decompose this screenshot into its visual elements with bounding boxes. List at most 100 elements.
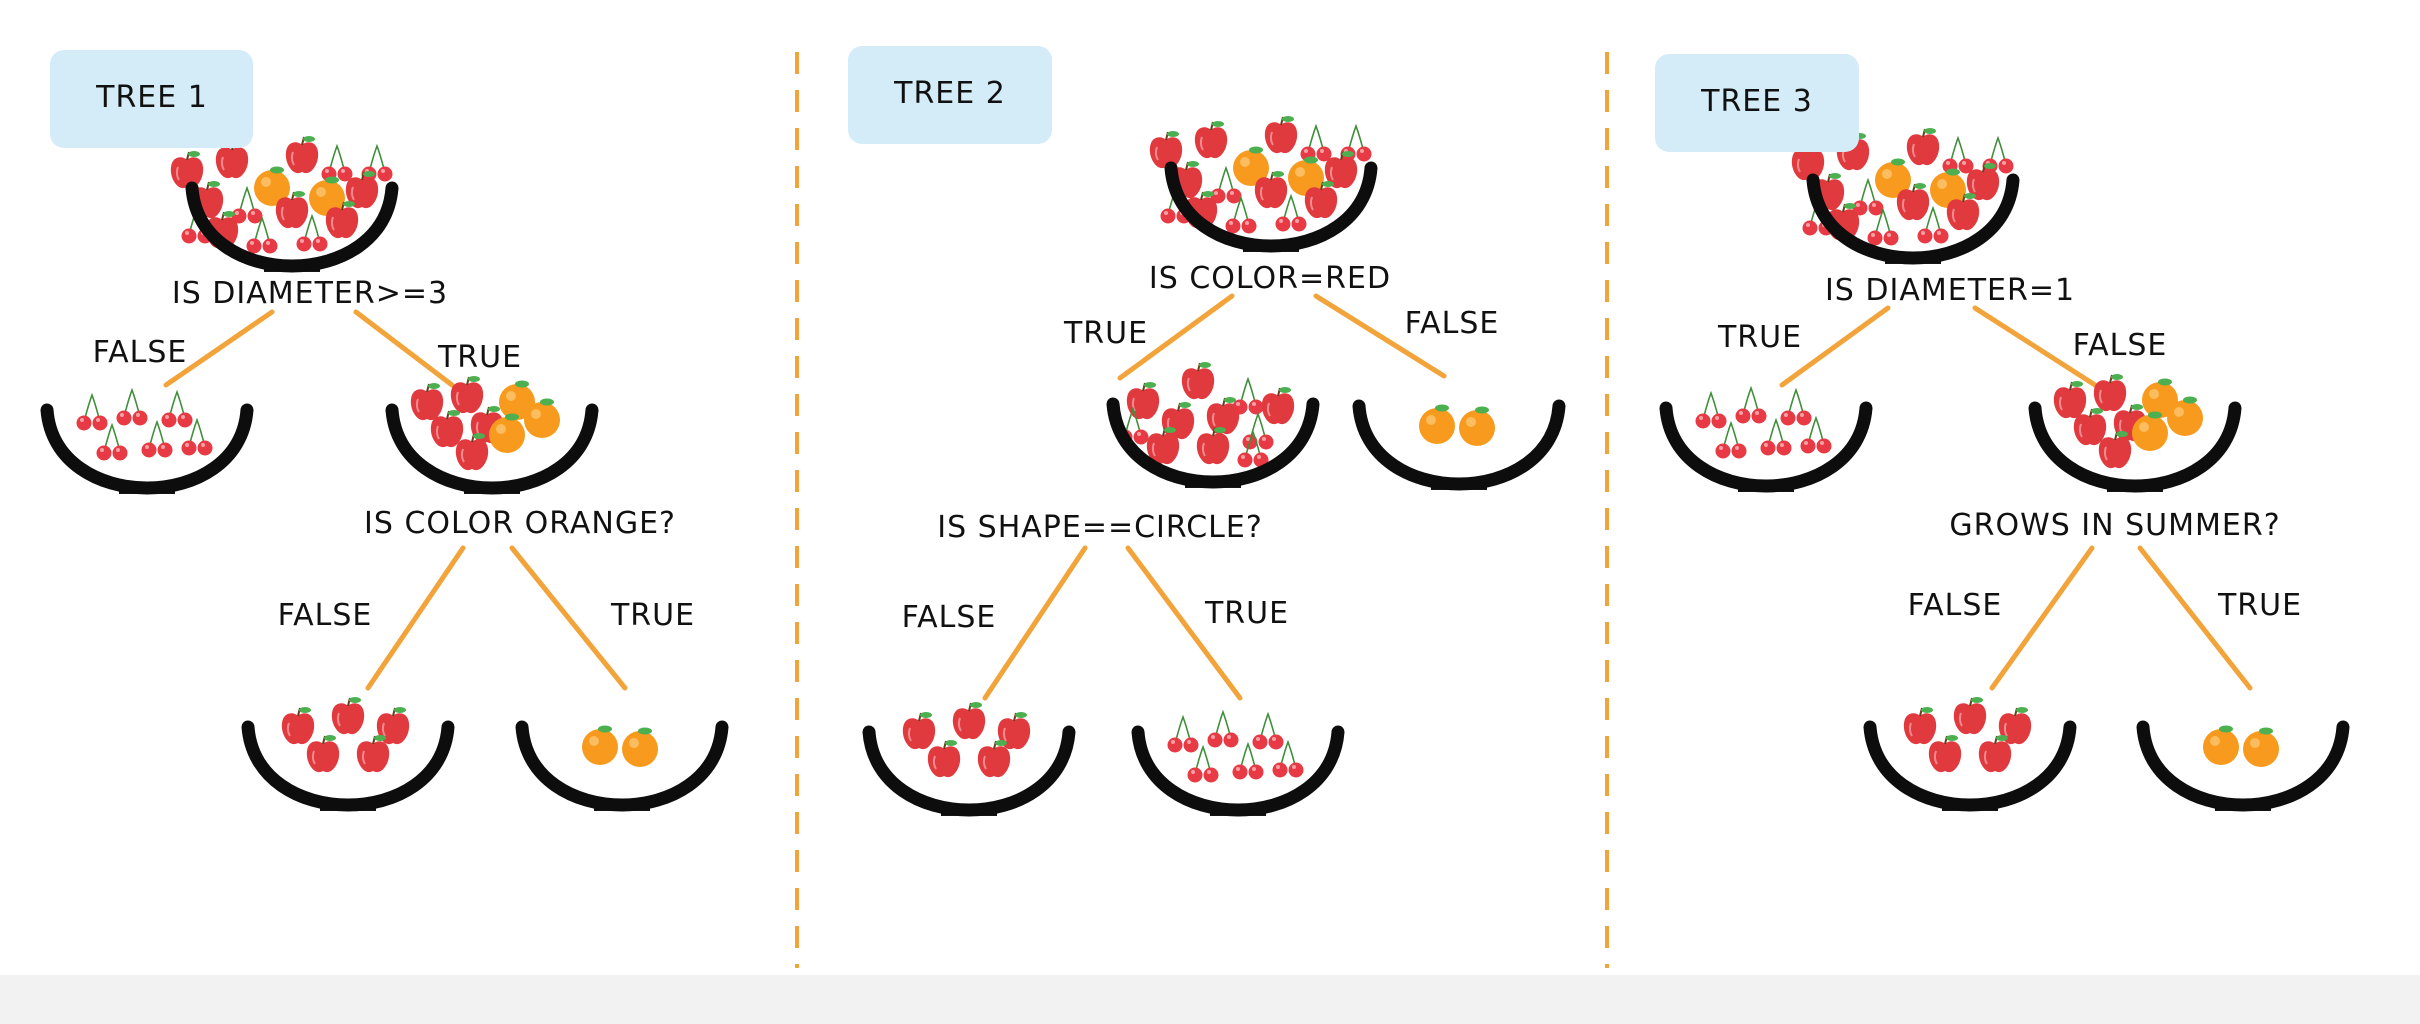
tree-3-edge-4 [2137,545,2253,691]
cherry-icon [1694,392,1728,430]
cherry-icon [75,394,109,432]
tree-2-sub-left-bowl-icon [862,725,1076,817]
apple-icon [1905,127,1941,167]
tree-2-edge-2 [1313,293,1447,379]
apple-icon [409,382,445,422]
cherry-icon [1166,716,1200,754]
tree-1-right-branch-label: TRUE [437,340,522,375]
tree-2-sub-left-bowl-fruits [901,701,1032,779]
tree-2-sub-right-branch-label: TRUE [1204,596,1289,631]
tree-1-sub-left-bowl-fruits [280,696,411,774]
cherry-icon [115,389,149,427]
apple-icon [901,711,937,751]
tree-2-left-branch-label: TRUE [1063,316,1148,351]
tree-1-edge-3 [365,545,466,691]
tree-1-sub-right-bowl-icon [515,720,729,812]
tree-1-sub-right-bowl-base [594,803,650,811]
apple-icon [1263,115,1299,155]
apple-icon [169,150,205,190]
cherry-icon [160,391,194,429]
tree-3-title: TREE 3 [1700,84,1813,119]
apple-icon [1160,401,1196,441]
tree-3-root-question: IS DIAMETER=1 [1825,273,2075,308]
tree-3-left-bowl-fruits [1694,387,1833,460]
tree-2-title-badge [848,46,1052,144]
apple-icon [284,135,320,175]
apple-icon [280,706,316,746]
tree-3-left-branch-label: TRUE [1717,320,1802,355]
apple-icon [1148,130,1184,170]
tree-1-edge-1 [163,309,275,388]
tree-3-right-branch-label: FALSE [2073,328,2168,363]
tree-2-sub-left-branch-label: FALSE [902,600,997,635]
apple-icon [330,696,366,736]
cherry-icon [1251,713,1285,751]
tree-1-sub-right-bowl-fruits [582,725,658,767]
tree-2-sub-right-bowl-fruits [1166,711,1305,784]
tree-2-sub-question: IS SHAPE==CIRCLE? [937,510,1263,545]
cherry-icon [1734,387,1768,425]
tree-3-right-bowl-fruits [2052,373,2203,470]
tree-2-left-bowl-base [1185,480,1241,488]
orange-icon [2243,727,2279,767]
apple-icon [1180,361,1216,401]
apple-icon [1902,706,1938,746]
tree-2-right-bowl-icon [1352,399,1566,491]
tree-2-sub-right-bowl-base [1210,808,1266,816]
tree-3-left-bowl-base [1738,484,1794,492]
orange-icon [2203,725,2239,765]
tree-2-sub-left-bowl-base [941,808,997,816]
tree-3-sub-right-bowl-base [2215,803,2271,811]
tree-1-title: TREE 1 [95,80,208,115]
tree-1-sub-left-branch-label: FALSE [278,598,373,633]
tree-3-sub-right-bowl-icon [2136,720,2350,812]
tree-3-edge-1 [1779,305,1891,388]
apple-icon [926,739,962,779]
tree-2-title: TREE 2 [893,76,1006,111]
tree-1-sub-question: IS COLOR ORANGE? [364,506,676,541]
tree-3-sub-left-branch-label: FALSE [1908,588,2003,623]
tree-2-edge-4 [1125,545,1243,701]
apple-icon [951,701,987,741]
tree-1-root-bowl-base [264,264,320,272]
tree-1-edge-2 [353,309,455,388]
tree-1-right-bowl-base [464,486,520,494]
apple-icon [1952,696,1988,736]
tree-3-sub-left-bowl-fruits [1902,696,2033,774]
tree-1-left-branch-label: FALSE [93,335,188,370]
tree-3-edge-2 [1972,305,2098,388]
tree-1-edge-4 [509,545,628,691]
tree-2-left-bowl-fruits [1116,361,1296,469]
cherry-icon [245,217,279,255]
tree-2-right-branch-label: FALSE [1405,306,1500,341]
tree-1-right-bowl-fruits [409,375,560,472]
tree-3-sub-question: GROWS IN SUMMER? [1949,508,2280,543]
tree-1-left-bowl-base [119,486,175,494]
orange-icon [622,727,658,767]
cherry-icon [1941,137,1975,175]
apple-icon [2092,373,2128,413]
tree-3-sub-right-bowl-fruits [2203,725,2279,767]
apple-icon [1927,734,1963,774]
cherry-icon [1866,209,1900,247]
tree-3-right-bowl-base [2107,484,2163,492]
apple-icon [449,375,485,415]
tree-2-edge-1 [1117,293,1235,381]
apple-icon [1260,386,1296,426]
tree-3-edge-3 [1989,545,2095,691]
orange-icon [1459,406,1495,446]
tree-2-edge-3 [982,545,1088,701]
orange-icon [1419,404,1455,444]
tree-3-sub-left-bowl-base [1942,803,1998,811]
tree-3-sub-right-branch-label: TRUE [2217,588,2302,623]
tree-1-root-question: IS DIAMETER>=3 [172,276,448,311]
tree-1-sub-left-bowl-icon [241,720,455,812]
tree-1-left-bowl-fruits [75,389,214,462]
tree-2-root-bowl-base [1243,244,1299,252]
bottom-band [0,975,2420,1024]
apple-icon [305,734,341,774]
cherry-icon [320,145,354,183]
tree-1-title-badge [50,50,253,148]
tree-1-root-bowl-fruits [169,135,394,255]
